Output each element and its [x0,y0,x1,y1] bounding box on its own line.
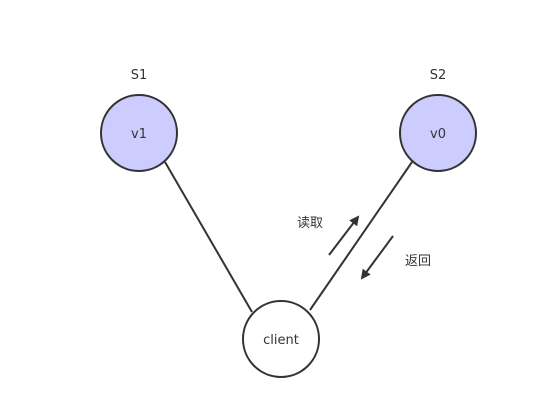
return-arrow [360,235,394,280]
read-arrow [328,215,360,256]
connection-s2-client [309,161,413,311]
server-s2-value: v0 [430,127,446,142]
client-node [242,300,320,378]
return-label: 返回 [405,254,431,269]
client-label: client [263,333,299,348]
server-s2-name: S2 [430,68,447,83]
server-s1-value: v1 [131,127,147,142]
server-s1-node [100,94,178,172]
read-label: 读取 [297,216,323,231]
server-s1-name: S1 [131,68,148,83]
server-s2-node [399,94,477,172]
connection-s1-client [164,161,253,313]
